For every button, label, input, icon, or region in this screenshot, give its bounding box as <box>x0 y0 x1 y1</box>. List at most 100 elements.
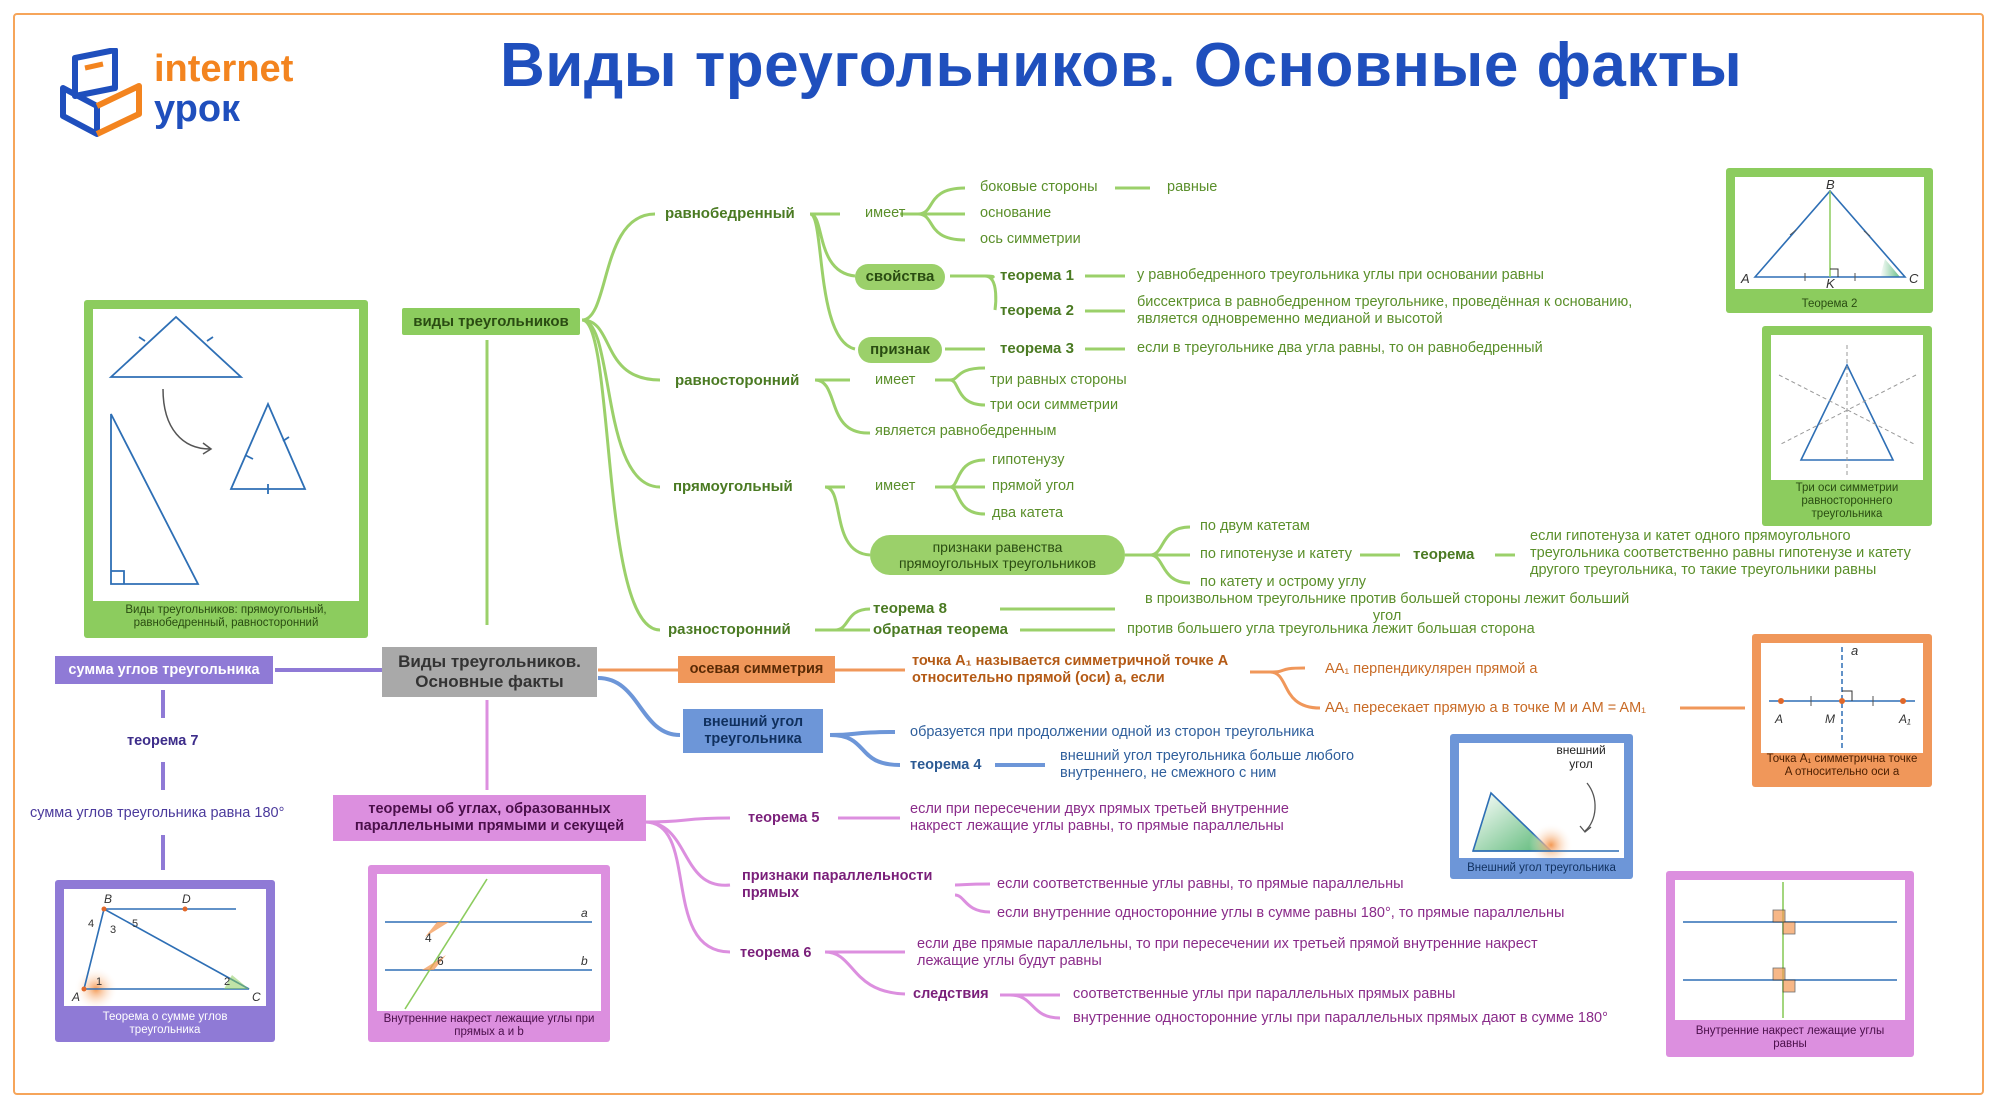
theorem3-label: теорема 3 <box>1000 340 1074 357</box>
exterior-definition: образуется при продолжении одной из стор… <box>910 724 1315 740</box>
right-item: два катета <box>992 505 1064 521</box>
angle-number: 5 <box>132 918 138 930</box>
card-caption: Внешний угол треугольника <box>1467 862 1616 874</box>
theorem7-label: теорема 7 <box>127 733 199 749</box>
point-label-a: A <box>71 990 80 1004</box>
alternate-angles-figure <box>1683 882 1897 1018</box>
theorem2-text: биссектриса в равнобедренном треугольник… <box>1137 294 1633 328</box>
card-transversal: 4 6 a b Внутренние накрест лежащие углы … <box>368 865 610 1042</box>
parallel-signs-label: признаки параллельности прямых <box>742 868 933 902</box>
angle-sum-figure: B D A C 1 2 3 4 5 <box>71 892 261 1011</box>
parallel-sign-item: если соответственные углы равны, то прям… <box>997 876 1404 892</box>
card-triangle-types: Виды треугольников: прямоугольный, равно… <box>84 300 368 638</box>
card-caption: Виды треугольников: прямоугольный, равно… <box>125 604 327 630</box>
line-label-b: b <box>581 954 588 968</box>
equilateral-is-isosceles: является равнобедренным <box>875 423 1057 439</box>
isosceles-equal: равные <box>1167 179 1218 195</box>
theorem7-text: сумма углов треугольника равна 180° <box>30 805 285 821</box>
corollary-item: внутренние односторонние углы при паралл… <box>1073 1010 1608 1026</box>
angle-number: 1 <box>96 976 102 988</box>
card-caption: Точка A₁ симметрична точке A относительн… <box>1766 753 1918 779</box>
point-label-m: M <box>1825 712 1835 726</box>
card-caption: Внутренние накрест лежащие углы при прям… <box>383 1013 595 1039</box>
transversal-figure: 4 6 a b <box>385 878 592 1010</box>
right-item: гипотенузу <box>992 452 1065 468</box>
scalene-node: разносторонний <box>668 621 791 638</box>
theorem6-label: теорема 6 <box>740 945 812 961</box>
card-caption: Теорема 2 <box>1801 298 1858 310</box>
isosceles-item: ось симметрии <box>980 231 1081 247</box>
isosceles-has: имеет <box>865 205 906 221</box>
angle-number: 4 <box>88 918 94 930</box>
point-label-b: B <box>1826 177 1835 192</box>
axis-label-a: a <box>1851 643 1858 658</box>
congruence-item: по гипотенузе и катету <box>1200 546 1352 562</box>
point-label-b: B <box>104 892 112 906</box>
axial-item: AA₁ перпендикулярен прямой a <box>1325 661 1538 677</box>
point-label-c: C <box>252 990 261 1004</box>
line-label-a: a <box>581 906 588 920</box>
equilateral-axes-figure <box>1778 345 1917 475</box>
theorem4-label: теорема 4 <box>910 757 982 773</box>
axial-symmetry-node: осевая симметрия <box>678 656 835 683</box>
theorem2-label: теорема 2 <box>1000 302 1074 319</box>
logo-book-icon <box>60 48 142 137</box>
congruence-node: признаки равенства прямоугольных треугол… <box>870 535 1125 575</box>
isosceles-figure: B A K C <box>1740 177 1919 291</box>
card-axial-symmetry: a A M A₁ Точка A₁ симметрична точке A от… <box>1752 634 1932 787</box>
card-caption: Три оси симметрии равностороннего треуго… <box>1795 482 1899 521</box>
triangle-types-figure <box>108 315 307 585</box>
types-node: виды треугольников <box>402 308 580 335</box>
theorem1-text: у равнобедренного треугольника углы при … <box>1137 267 1544 283</box>
equilateral-item: три равных стороны <box>990 372 1127 388</box>
angle-number: 6 <box>437 954 444 968</box>
corollaries-label: следствия <box>913 986 989 1002</box>
angle-number: 3 <box>110 924 116 936</box>
logo-text-urok: урок <box>154 88 241 130</box>
card-exterior-angle: внешний угол Внешний угол треугольника <box>1450 734 1633 879</box>
congruence-item: по катету и острому углу <box>1200 574 1367 590</box>
parallel-sign-item: если внутренние односторонние углы в сум… <box>997 905 1565 921</box>
logo-text-internet: internet <box>154 48 294 90</box>
converse-label: обратная теорема <box>873 621 1008 638</box>
sign-node: признак <box>858 337 942 363</box>
central-topic: Виды треугольников. Основные факты <box>382 647 597 697</box>
equilateral-item: три оси симметрии <box>990 397 1119 413</box>
point-label-k: K <box>1826 276 1836 289</box>
exterior-angle-node: внешний угол треугольника <box>683 709 823 753</box>
right-item: прямой угол <box>992 478 1075 494</box>
page-title: Виды треугольников. Основные факты <box>500 31 1743 100</box>
point-label-d: D <box>182 892 191 906</box>
right-theorem-label: теорема <box>1413 546 1475 563</box>
theorem6-text: если две прямые параллельны, то при пере… <box>917 936 1538 970</box>
angle-sum-node: сумма углов треугольника <box>55 656 273 684</box>
theorem5-text: если при пересечении двух прямых третьей… <box>910 801 1289 835</box>
theorem5-label: теорема 5 <box>748 810 820 826</box>
card-alternate-angles: Внутренние накрест лежащие углы равны <box>1666 871 1914 1057</box>
isosceles-item: основание <box>980 205 1052 221</box>
theorem4-text: внешний угол треугольника больше любого … <box>1060 748 1355 782</box>
angle-number: 4 <box>425 931 432 945</box>
page-frame <box>13 13 1984 1095</box>
right-node: прямоугольный <box>673 478 793 495</box>
card-angle-sum: B D A C 1 2 3 4 5 Теорема о сумме углов … <box>55 880 275 1042</box>
card-caption: Теорема о сумме углов треугольника <box>102 1011 228 1037</box>
converse-text: против большего угла треугольника лежит … <box>1127 621 1535 637</box>
axial-item: AA₁ пересекает прямую a в точке M и AM =… <box>1325 700 1647 716</box>
angle-number: 2 <box>224 976 230 988</box>
equilateral-node: равносторонний <box>675 372 800 389</box>
right-has: имеет <box>875 478 916 494</box>
parallel-theorems-node: теоремы об углах, образованных параллель… <box>333 795 646 841</box>
axial-symmetry-figure: a A M A₁ <box>1769 643 1915 751</box>
theorem8-label: теорема 8 <box>873 600 947 617</box>
equilateral-has: имеет <box>875 372 916 388</box>
theorem1-label: теорема 1 <box>1000 267 1074 284</box>
card-symmetry-axes: Три оси симметрии равностороннего треуго… <box>1762 326 1932 526</box>
right-theorem-text: если гипотенуза и катет одного прямоугол… <box>1530 528 1911 579</box>
point-label-a: A <box>1774 712 1783 726</box>
theorem8-text: в произвольном треугольнике против больш… <box>1145 591 1630 625</box>
card-theorem2: B A K C Теорема 2 <box>1726 168 1933 313</box>
properties-node: свойства <box>855 264 945 290</box>
exterior-angle-label: внешний угол <box>1556 743 1606 772</box>
